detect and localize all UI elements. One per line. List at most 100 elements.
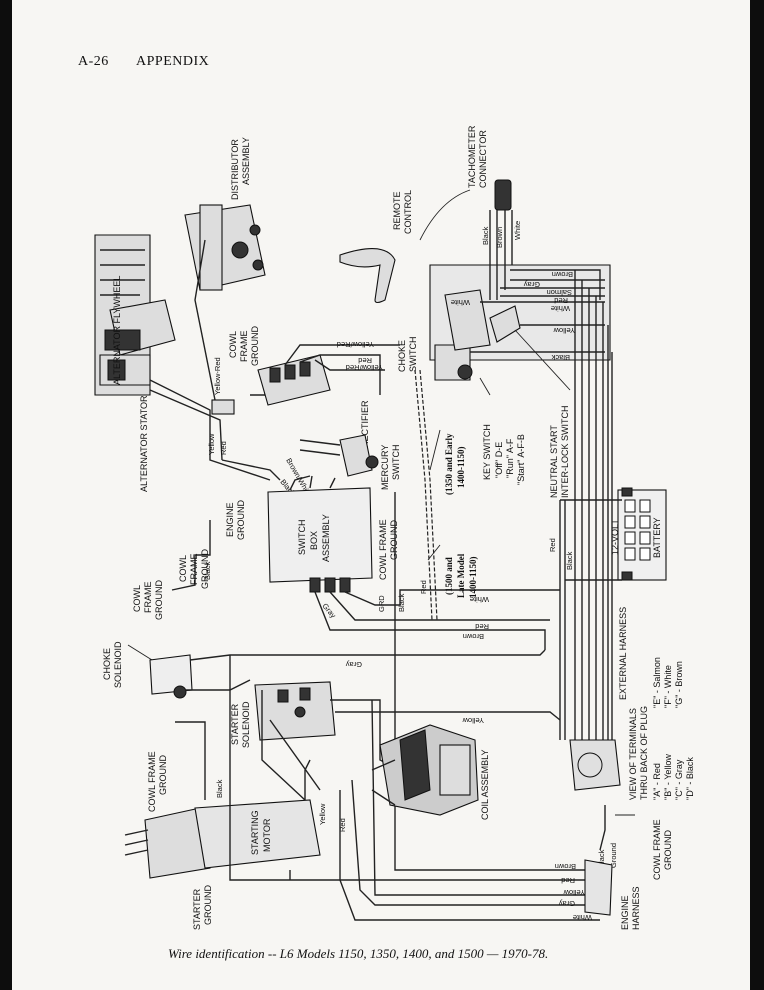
label-external-harness: EXTERNAL HARNESS [618,607,628,700]
wire-label-black-rc: Black [551,353,570,362]
terminal-b: "B" - Yellow [663,754,673,800]
figure-caption: Wire identification -- L6 Models 1150, 1… [168,946,549,961]
label-starting-motor-1: STARTING [250,810,260,855]
label-late-models-1: (1500 and [444,557,454,595]
label-choke-solenoid-1: CHOKE [102,648,112,680]
remote-control: TACHOMETER CONNECTOR REMOTE CONTROL Blac… [339,125,611,381]
label-distributor-2: ASSEMBLY [241,137,251,185]
dashed-cable: (1350 and Early 1400-1150) (1500 and Lat… [414,369,478,621]
wire-label-brown-sb: Brown [463,632,484,641]
label-cowl-bottom-1: COWL FRAME [147,751,157,812]
label-cowl-left2-2: FRAME [189,554,199,586]
switch-box-assembly: SWITCH BOX ASSEMBLY COWL FRAME GROUND GR… [267,475,560,669]
terminal-g: "G" - Brown [674,661,684,708]
label-starter-ground-1: STARTER [192,888,202,930]
label-rectifier: RECTIFIER [360,400,370,448]
wire-label-red-rect: Red [358,356,372,365]
wire-label-brown-rc: Brown [552,270,573,279]
label-cowl-right-1: COWL FRAME [652,819,662,880]
label-starter-ground-2: GROUND [203,885,213,925]
wire-label-black-tach: Black [481,226,490,245]
choke-solenoid: CHOKE SOLENOID [102,641,546,699]
label-early-models-1: (1350 and Early [444,433,454,495]
label-ground-eh: Ground [609,843,618,868]
label-key-switch-1: KEY SWITCH [482,424,492,480]
label-cowl-left2-3: GROUND [200,549,210,589]
label-late-models-2: Late Model [456,553,466,598]
label-key-switch-4: "Start" A-F-B [516,434,526,485]
label-mercury-2: SWITCH [391,445,401,481]
label-remote-control-1: REMOTE [392,191,402,230]
wire-label-yellow-red-alt: Yellow-Red [213,357,222,395]
mercury-switch: MERCURY SWITCH [299,434,401,490]
wire-label-red-sb2: Red [419,580,428,594]
label-battery-1: 12-VOLT [610,519,620,555]
wire-label-yellow-ss: Yellow [462,716,484,725]
terminal-c: "C" - Gray [674,759,684,800]
wire-label-red-rc: Red [554,296,568,305]
terminal-a: "A" - Red [652,763,662,800]
label-cowl-top-1: COWL [228,331,238,358]
wire-label-yellow-eh: Yellow [563,888,585,897]
label-starting-motor-2: MOTOR [262,818,272,852]
label-cowl-left2-1: COWL [178,555,188,582]
external-harness: Red Black EXTERNAL HARNESS [548,270,628,791]
terminal-f: "F" - White [663,665,673,708]
wire-label-gray-sb: Gray [345,660,362,669]
wire-label-brown-tach: Brown [495,227,504,248]
label-alternator-stator: ALTERNATOR STATOR [139,395,149,492]
label-choke-switch-1: CHOKE [397,340,407,372]
label-tachometer-2: CONNECTOR [478,130,488,188]
label-neutral-start-1: NEUTRAL START [549,425,559,498]
engine-ground: ENGINE GROUND Black [171,500,246,591]
wire-label-red-sm: Red [338,818,347,832]
terminal-title-1: VIEW OF TERMINALS [628,708,638,800]
label-engine-harness-2: HARNESS [631,886,641,930]
wire-label-red-eh: Red [561,876,575,885]
page-id: A-26 [78,54,109,69]
label-starter-solenoid-2: SOLENOID [241,701,251,748]
wire-label-black-battery: Black [565,551,574,570]
label-cowl-mid-1: COWL FRAME [378,519,388,580]
label-switch-box-2: BOX [309,531,319,550]
left-binding-edge [0,0,12,990]
wire-label-gray-rc: Gray [523,280,540,289]
wire-label-white-rc: White [451,298,470,307]
wire-label-salmon-rc: Salmon [547,288,572,297]
page-header: A-26 APPENDIX [78,54,233,70]
label-battery-2: BATTERY [652,517,662,558]
wire-label-red-alt: Red [219,441,228,455]
label-engine-ground-1: ENGINE [225,502,235,537]
label-choke-solenoid-2: SOLENOID [113,641,123,688]
label-cowl-left1-2: FRAME [143,582,153,614]
label-key-switch-3: "Run" A-F [505,438,515,478]
neutral-start-label: NEUTRAL START INTER-LOCK SWITCH [514,329,571,498]
label-key-switch-2: "Off" D-E [494,442,504,478]
label-distributor-1: DISTRIBUTOR [230,139,240,200]
label-cowl-left1-1: COWL [132,585,142,612]
label-grd: GRD [377,595,386,612]
label-cowl-mid-2: GROUND [389,520,399,560]
label-coil-assembly: COIL ASSEMBLY [480,749,490,820]
label-alternator-flywheel: ALTERNATOR FLYWHEEL [112,276,122,385]
wire-label-black-eg: Black [203,561,212,580]
starter-solenoid: STARTER SOLENOID Yellow [230,681,561,801]
wire-label-yellow-red-rect: Yellow/Red [337,340,374,349]
label-choke-switch-2: SWITCH [408,337,418,373]
wire-label-yellow-sm: Yellow [318,803,327,825]
label-early-models-2: 1400-1150) [456,446,466,488]
wire-label-red-battery: Red [548,538,557,552]
wire-label-white-tach: White [513,221,522,240]
starting-motor: STARTING MOTOR Yellow Red [124,759,347,880]
wire-label-gray-eh: Gray [558,899,575,908]
wire-label-black-sb: Black [397,593,406,612]
label-neutral-start-2: INTER-LOCK SWITCH [560,405,570,498]
wire-label-white-eh: White [573,913,592,922]
terminal-e: "E" - Salmon [652,657,662,708]
wire-label-black-cfg: Black [215,779,224,798]
label-tachometer-1: TACHOMETER [467,125,477,188]
label-cowl-left1-3: GROUND [154,580,164,620]
label-mercury-1: MERCURY [380,445,390,490]
